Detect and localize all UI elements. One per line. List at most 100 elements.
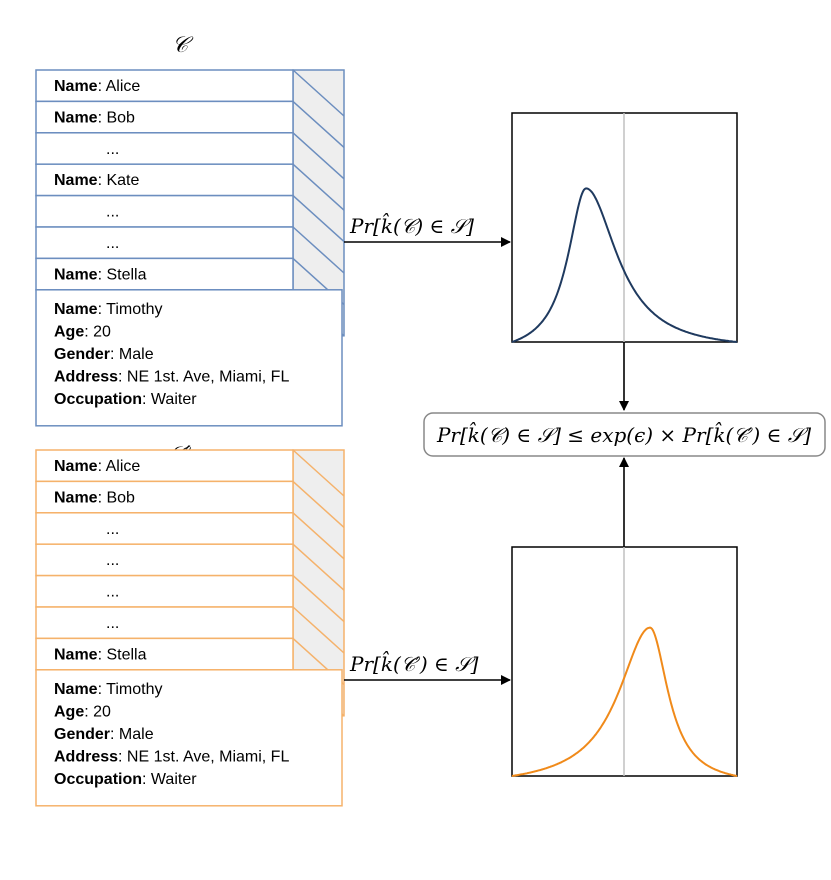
bottom-row — [35, 637, 294, 671]
top-record-value: : Waiter — [142, 391, 197, 408]
bottom-record-field: Occupation: Waiter — [54, 771, 197, 788]
bottom-row — [35, 574, 294, 608]
bottom-record-field: Name: Timothy — [54, 681, 162, 698]
top-row-value: ... — [106, 204, 119, 221]
top-row-label: Name — [54, 172, 98, 189]
top-prob-label: Pr[k̂(𝒞) ∈ 𝒮] — [349, 212, 474, 238]
bottom-record-value: : Waiter — [142, 771, 197, 788]
bottom-row-value: ... — [106, 552, 119, 569]
top-record-field: Gender: Male — [54, 346, 154, 363]
bottom-row — [35, 512, 294, 545]
top-record-field: Occupation: Waiter — [54, 391, 197, 408]
top-row-label: Name — [54, 109, 98, 126]
top-row — [35, 194, 294, 228]
bottom-density-curve — [511, 626, 738, 777]
bottom-row-value: ... — [106, 521, 119, 538]
top-row-text: ... — [106, 204, 119, 221]
top-record-value: : 20 — [84, 323, 111, 340]
bottom-record-label: Age — [54, 703, 84, 720]
bottom-row-value: ... — [106, 615, 119, 632]
top-distribution-plot — [511, 112, 738, 343]
bottom-record-value: : 20 — [84, 703, 111, 720]
top-record-field: Age: 20 — [54, 323, 111, 340]
top-fold-diagonal — [292, 100, 345, 148]
top-row-value: ... — [106, 235, 119, 252]
top-record-value: : Male — [110, 346, 154, 363]
top-row-value: : Alice — [98, 78, 141, 95]
bottom-row-text: Name: Alice — [54, 458, 140, 475]
top-row-text: Name: Kate — [54, 172, 139, 189]
bottom-record-value: : Male — [110, 726, 154, 743]
top-row — [35, 100, 294, 134]
top-row — [35, 163, 294, 197]
bottom-record-label: Occupation — [54, 771, 142, 788]
bottom-fold-diagonal — [292, 543, 345, 591]
bottom-row-label: Name — [54, 646, 98, 663]
top-record-label: Name — [54, 301, 98, 318]
top-row-value: : Bob — [98, 109, 135, 126]
bottom-row-label: Name — [54, 489, 98, 506]
bottom-record-label: Gender — [54, 726, 110, 743]
bottom-row-label: Name — [54, 458, 98, 475]
top-density-curve — [511, 187, 738, 343]
top-record-value: : NE 1st. Ave, Miami, FL — [118, 368, 289, 385]
top-row-label: Name — [54, 266, 98, 283]
top-row-text: ... — [106, 141, 119, 158]
bottom-record-label: Name — [54, 681, 98, 698]
bottom-fold-diagonal — [292, 512, 345, 560]
top-row — [35, 226, 294, 260]
bottom-distribution-plot — [511, 546, 738, 777]
top-record-label: Occupation — [54, 391, 142, 408]
bottom-record-field: Address: NE 1st. Ave, Miami, FL — [54, 748, 289, 765]
top-row — [35, 257, 294, 291]
bottom-record-value: : NE 1st. Ave, Miami, FL — [118, 748, 289, 765]
top-fold-diagonal — [292, 226, 345, 274]
bottom-record-value: : Timothy — [98, 681, 163, 698]
top-fold-diagonal — [292, 132, 345, 180]
bottom-fold-diagonal — [292, 449, 345, 497]
bottom-row-text: Name: Stella — [54, 646, 147, 663]
bottom-fold-diagonal — [292, 606, 345, 654]
bottom-row-text: Name: Bob — [54, 489, 135, 506]
top-record-field: Address: NE 1st. Ave, Miami, FL — [54, 368, 289, 385]
bottom-record-frame — [35, 669, 343, 807]
top-row-value: : Kate — [98, 172, 140, 189]
top-row-text: ... — [106, 235, 119, 252]
top-collection-title: 𝒞 — [172, 33, 194, 58]
bottom-fold-diagonal — [292, 480, 345, 528]
bottom-row-text: ... — [106, 615, 119, 632]
top-fold-diagonal — [292, 195, 345, 243]
top-record-label: Address — [54, 368, 118, 385]
top-row-text: Name: Bob — [54, 109, 135, 126]
inequality-box — [423, 412, 826, 457]
top-record-frame — [35, 289, 343, 427]
bottom-row-text: ... — [106, 521, 119, 538]
top-record-label: Age — [54, 323, 84, 340]
inequality-text: Pr[k̂(𝒞) ∈ 𝒮] ≤ exp(ϵ) × Pr[k̂(𝒞′) ∈ 𝒮] — [436, 421, 811, 447]
bottom-row-value: ... — [106, 584, 119, 601]
bottom-row-value: : Stella — [98, 646, 147, 663]
top-record-field: Name: Timothy — [54, 301, 162, 318]
top-fold-diagonal — [292, 69, 345, 117]
bottom-prob-label: Pr[k̂(𝒞′) ∈ 𝒮] — [349, 650, 479, 676]
bottom-row — [35, 543, 294, 577]
top-row-text: Name: Stella — [54, 266, 147, 283]
bottom-row — [35, 480, 294, 514]
top-row-label: Name — [54, 78, 98, 95]
bottom-row-value: : Bob — [98, 489, 135, 506]
bottom-row-text: ... — [106, 584, 119, 601]
top-record-value: : Timothy — [98, 301, 163, 318]
bottom-fold-diagonal — [292, 575, 345, 623]
bottom-record-label: Address — [54, 748, 118, 765]
bottom-row-value: : Alice — [98, 458, 141, 475]
top-record-label: Gender — [54, 346, 110, 363]
top-fold-diagonal — [292, 163, 345, 211]
top-row-value: : Stella — [98, 266, 147, 283]
